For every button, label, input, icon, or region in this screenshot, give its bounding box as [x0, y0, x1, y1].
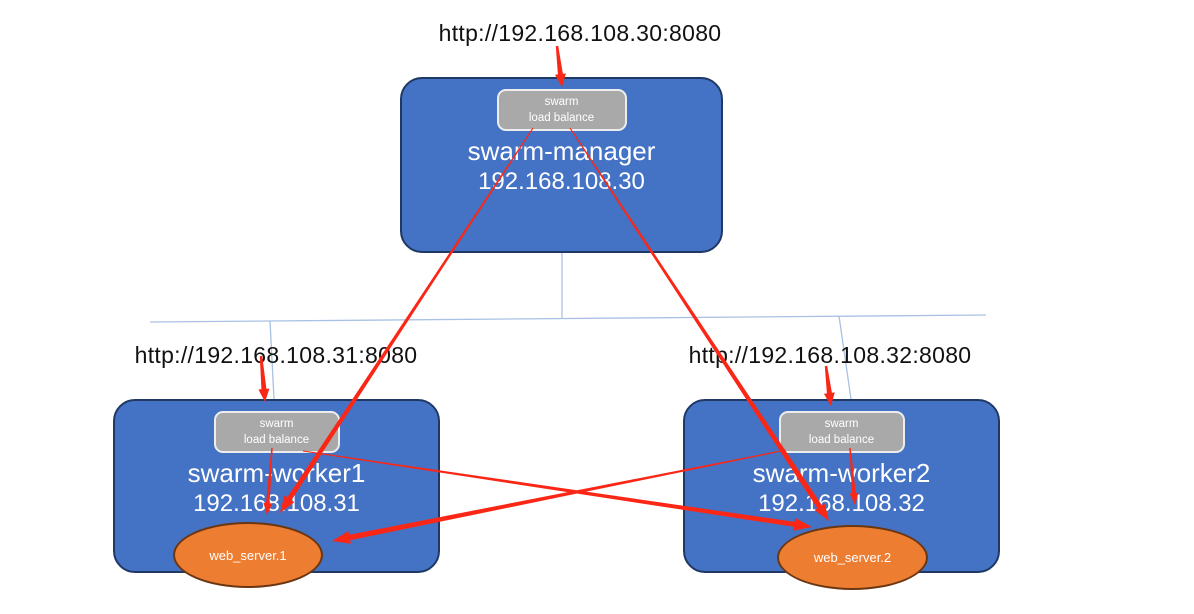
- web-server-1-label: web_server.1: [209, 547, 287, 563]
- load-balancer-label-line2: load balance: [808, 434, 875, 447]
- web-server-1: web_server.1: [173, 522, 323, 588]
- node-swarm-manager: swarm load balance swarm-manager 192.168…: [400, 77, 723, 253]
- worker2-load-balancer: swarm load balance: [778, 411, 905, 454]
- web-server-2-label: web_server.2: [813, 550, 892, 565]
- worker2-name: swarm-worker2: [752, 458, 931, 488]
- web-server-2: web_server.2: [777, 525, 928, 590]
- load-balancer-label-line1: swarm: [544, 96, 579, 108]
- load-balancer-label-line1: swarm: [824, 418, 859, 430]
- url-label-worker1: http://192.168.108.31:8080: [134, 342, 418, 368]
- worker1-name: swarm-worker1: [187, 458, 366, 488]
- worker1-ip: 192.168.108.31: [193, 490, 360, 517]
- worker2-ip: 192.168.108.32: [758, 490, 925, 517]
- url-label-manager: http://192.168.108.30:8080: [438, 20, 722, 46]
- network-line-lan-bus: [149, 314, 987, 323]
- url-label-worker2: http://192.168.108.32:8080: [688, 342, 972, 368]
- load-balancer-label-line2: load balance: [243, 434, 310, 447]
- manager-name: swarm-manager: [467, 136, 656, 166]
- worker1-load-balancer: swarm load balance: [213, 411, 340, 454]
- load-balancer-label-line2: load balance: [528, 112, 595, 125]
- load-balancer-label-line1: swarm: [259, 418, 294, 430]
- manager-load-balancer: swarm load balance: [496, 89, 627, 132]
- manager-ip: 192.168.108.30: [478, 168, 645, 195]
